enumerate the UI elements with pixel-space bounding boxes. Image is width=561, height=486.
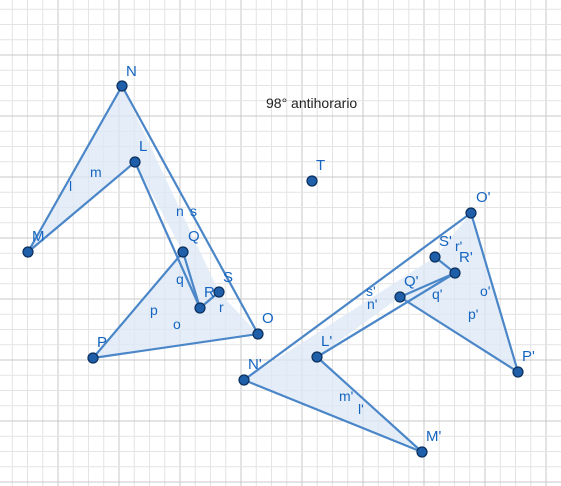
segment-label-n: n — [176, 203, 184, 219]
point-label-N: N — [126, 63, 137, 80]
point-P[interactable] — [87, 352, 99, 364]
segment-n[interactable] — [133, 160, 202, 310]
point-N[interactable] — [116, 80, 128, 92]
segment-q-prime[interactable] — [398, 271, 457, 299]
segment-o-prime[interactable] — [469, 211, 520, 374]
segment-label-p: p — [150, 302, 158, 318]
point-Q[interactable] — [177, 246, 189, 258]
segment-s[interactable] — [120, 84, 260, 336]
segment-m-prime[interactable] — [315, 355, 424, 454]
point-label-O-prime: O' — [476, 189, 491, 206]
segment-label-m-prime: m' — [339, 388, 353, 404]
segment-label-l-prime: l' — [358, 401, 364, 417]
segment-label-m: m — [90, 164, 102, 180]
point-label-L-prime: L' — [321, 333, 332, 350]
point-N-prime[interactable] — [238, 374, 250, 386]
point-label-P: P — [97, 334, 107, 351]
segment-label-l: l — [69, 178, 72, 194]
point-label-Q-prime: Q' — [404, 273, 419, 290]
point-label-Q: Q — [188, 228, 200, 245]
segment-label-n-prime: n' — [367, 296, 377, 312]
segment-label-q-prime: q' — [432, 286, 442, 302]
point-O-prime[interactable] — [465, 207, 477, 219]
segment-label-r-prime: r' — [455, 238, 462, 254]
segment-s-prime[interactable] — [242, 211, 473, 382]
point-T[interactable] — [306, 175, 318, 187]
segment-l-prime[interactable] — [242, 378, 424, 454]
point-O[interactable] — [252, 328, 264, 340]
segment-label-s: s — [190, 203, 197, 219]
point-label-S: S — [223, 269, 233, 286]
point-R-prime[interactable] — [449, 267, 461, 279]
point-S-prime[interactable] — [429, 251, 441, 263]
segment-p[interactable] — [91, 250, 185, 360]
point-S[interactable] — [213, 286, 225, 298]
segment-l[interactable] — [26, 84, 124, 254]
point-label-R-prime: R' — [459, 249, 473, 266]
point-L-prime[interactable] — [311, 351, 323, 363]
segment-n-prime[interactable] — [315, 271, 457, 359]
point-M[interactable] — [22, 246, 34, 258]
segment-label-o: o — [173, 316, 181, 332]
poly-image-lower — [244, 257, 455, 452]
point-label-L: L — [139, 138, 147, 155]
segment-label-r: r — [219, 299, 224, 315]
poly-original-lower — [93, 252, 258, 358]
point-P-prime[interactable] — [512, 366, 524, 378]
rotation-caption: 98° antihorario — [266, 95, 357, 111]
poly-original-upper — [28, 86, 219, 308]
point-label-R: R — [204, 284, 215, 301]
point-label-P-prime: P' — [522, 348, 535, 365]
point-label-M-prime: M' — [426, 428, 441, 445]
segment-label-o-prime: o' — [480, 283, 490, 299]
point-L[interactable] — [129, 156, 141, 168]
point-label-S-prime: S' — [439, 233, 452, 250]
segment-p-prime[interactable] — [398, 295, 520, 374]
point-label-T: T — [316, 157, 325, 174]
point-R[interactable] — [194, 302, 206, 314]
segment-label-s-prime: s' — [366, 283, 376, 299]
segment-o[interactable] — [91, 332, 260, 360]
segment-label-q: q — [176, 271, 184, 287]
point-Q-prime[interactable] — [394, 291, 406, 303]
poly-image-upper — [400, 213, 518, 372]
segment-q[interactable] — [181, 250, 202, 310]
point-label-N-prime: N' — [248, 356, 262, 373]
point-label-O: O — [262, 310, 274, 327]
segment-label-p-prime: p' — [468, 306, 478, 322]
point-M-prime[interactable] — [416, 446, 428, 458]
point-label-M: M — [32, 228, 45, 245]
segment-m[interactable] — [26, 160, 137, 254]
